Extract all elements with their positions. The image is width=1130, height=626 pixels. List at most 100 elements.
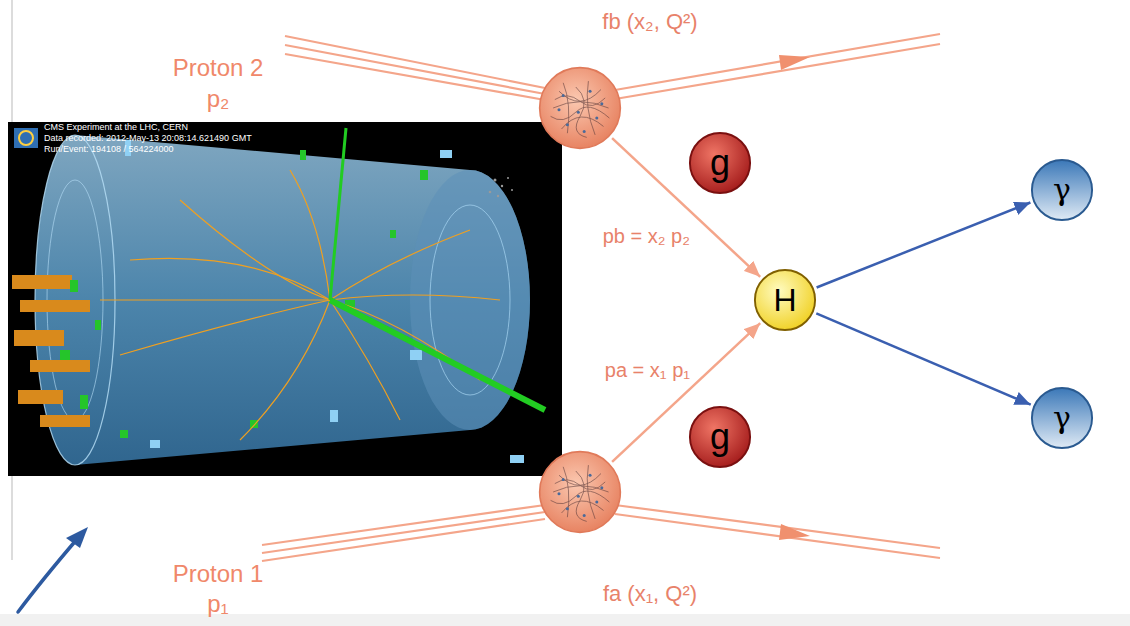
event-display <box>8 122 562 476</box>
circle-body <box>690 133 750 193</box>
art-path <box>240 300 330 440</box>
art-line <box>615 514 940 558</box>
art-line <box>285 54 545 100</box>
proton-blob: fb (x₂, Q²) <box>538 66 622 150</box>
art-rect <box>150 440 160 448</box>
art-circle <box>507 177 509 179</box>
art-rect <box>330 410 338 422</box>
art-path <box>130 258 330 300</box>
momentum-label: pb = x₂ p₂ <box>603 225 690 247</box>
art-path <box>180 200 330 300</box>
art-line <box>262 512 545 553</box>
art-path <box>330 295 500 300</box>
pointer-arrow <box>18 538 78 612</box>
pointer-arrowhead <box>66 527 88 548</box>
particle-symbol: g <box>710 419 730 455</box>
art-rect <box>390 230 396 238</box>
parton-web <box>551 81 610 137</box>
art-rect <box>440 150 452 158</box>
art-circle <box>19 131 33 145</box>
display-caption: Run/Event: 194108 / 564224000 <box>44 145 174 155</box>
art-circle <box>489 191 492 194</box>
art-rect <box>14 128 38 148</box>
node-text-box: γ <box>1030 386 1094 450</box>
circle-body <box>1032 388 1092 448</box>
display-caption: CMS Experiment at the LHC, CERN <box>44 123 188 133</box>
node-text-box: g <box>688 405 752 469</box>
bottom-band <box>0 614 1130 626</box>
art-rect <box>12 275 72 289</box>
gluon-circle: g <box>688 405 752 469</box>
gluon-circle: g <box>688 131 752 195</box>
art-g <box>100 170 500 440</box>
frame-line <box>11 0 13 122</box>
art-rect <box>80 395 88 409</box>
art-path <box>330 230 470 300</box>
distribution-label: fb (x₂, Q²) <box>602 9 697 35</box>
momentum-label: pa = x₁ p₁ <box>605 359 690 381</box>
propagator-line <box>816 313 1030 404</box>
art-rect <box>40 415 90 427</box>
particle-symbol: g <box>710 145 730 181</box>
art-rect <box>60 350 70 360</box>
art-line <box>615 505 940 548</box>
particle-symbol: H <box>773 284 796 316</box>
art-rect <box>410 350 422 360</box>
blob-body <box>540 68 621 149</box>
art-rect <box>30 360 90 372</box>
particle-symbol: γ <box>1053 403 1071 433</box>
photon-circle: γ <box>1030 386 1094 450</box>
beam-arrowhead <box>779 524 810 540</box>
particle-name: Proton 1 <box>173 561 264 587</box>
art-rect <box>18 390 63 404</box>
art-circle <box>497 195 499 197</box>
frame-line <box>11 476 13 560</box>
node-text-box: g <box>688 131 752 195</box>
art-rect <box>510 455 524 463</box>
parton-dots <box>557 474 603 517</box>
art-line <box>285 45 545 94</box>
art-line <box>615 44 940 99</box>
art-line <box>262 519 545 561</box>
node-text-box: γ <box>1030 158 1094 222</box>
art-rect <box>250 420 258 428</box>
art-path <box>120 300 330 355</box>
art-rect <box>14 330 64 346</box>
parton-dots <box>557 90 603 133</box>
display-caption: Data recorded: 2012-May-13 20:08:14.6214… <box>44 134 252 144</box>
art-path <box>35 135 530 465</box>
particle-symbol: γ <box>1053 175 1071 205</box>
blob-body <box>540 452 621 533</box>
art-line <box>330 300 545 410</box>
art-rect <box>20 300 90 312</box>
art-g <box>489 177 513 197</box>
proton-blob-shape <box>538 66 622 150</box>
parton-web <box>551 465 610 521</box>
circle-body <box>755 270 815 330</box>
art-circle <box>501 185 503 187</box>
art-circle <box>511 189 513 191</box>
proton-blob: fa (x₁, Q²) <box>538 450 622 534</box>
circle-body <box>690 407 750 467</box>
photon-circle: γ <box>1030 158 1094 222</box>
art-g <box>12 275 90 427</box>
art-rect <box>70 280 78 292</box>
art-circle <box>494 179 497 182</box>
art-rect <box>8 122 562 476</box>
distribution-label: fa (x₁, Q²) <box>603 581 697 607</box>
art-path <box>100 299 330 300</box>
higgs-circle: H <box>753 268 817 332</box>
art-path <box>290 170 330 300</box>
propagator-line <box>817 203 1031 288</box>
art-rect <box>420 170 428 180</box>
momentum-symbol: p₁ <box>207 591 228 617</box>
beam-arrowhead <box>779 55 810 70</box>
art-rect <box>120 430 128 438</box>
circle-body <box>1032 160 1092 220</box>
particle-name: Proton 2 <box>173 55 264 81</box>
proton-blob-shape <box>538 450 622 534</box>
art-rect <box>300 150 306 160</box>
art-line <box>330 128 346 300</box>
momentum-symbol: p₂ <box>207 86 230 112</box>
